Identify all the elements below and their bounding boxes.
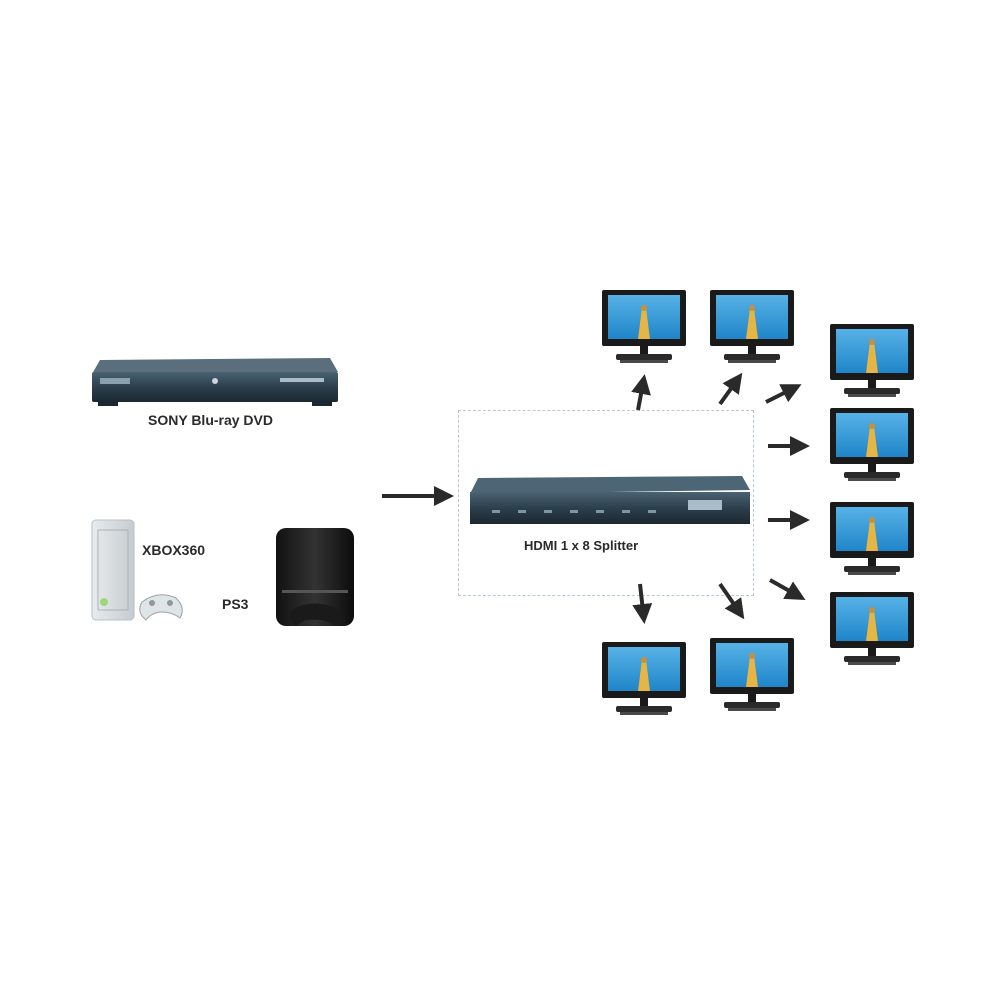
tv-monitor-icon xyxy=(830,502,914,575)
ps3-console-icon xyxy=(276,528,354,626)
output-arrow-3 xyxy=(765,384,802,404)
output-arrow-1 xyxy=(631,374,651,411)
tv-monitor-icon xyxy=(710,290,794,363)
tv-monitor-icon xyxy=(830,324,914,397)
output-arrow-2 xyxy=(718,372,743,406)
splitter-label: HDMI 1 x 8 Splitter xyxy=(524,538,639,553)
xbox360-console-icon xyxy=(91,519,135,621)
splitter-group-box xyxy=(458,410,754,596)
ps3-label: PS3 xyxy=(222,596,249,612)
output-arrow-6 xyxy=(769,578,806,600)
tv-monitor-icon xyxy=(830,592,914,665)
tv-monitor-icon xyxy=(830,408,914,481)
tv-monitor-icon xyxy=(602,642,686,715)
bluray-label: SONY Blu-ray DVD xyxy=(148,412,273,428)
output-arrow-7 xyxy=(632,583,653,624)
hdmi-splitter-icon xyxy=(470,476,750,524)
xbox360-label: XBOX360 xyxy=(142,542,206,558)
tv-monitor-icon xyxy=(602,290,686,363)
xbox-controller-icon xyxy=(139,594,183,621)
tv-monitor-icon xyxy=(710,638,794,711)
output-arrow-8 xyxy=(718,582,745,620)
bluray-player-icon xyxy=(92,358,338,406)
ps3-controller-icon xyxy=(289,603,340,626)
